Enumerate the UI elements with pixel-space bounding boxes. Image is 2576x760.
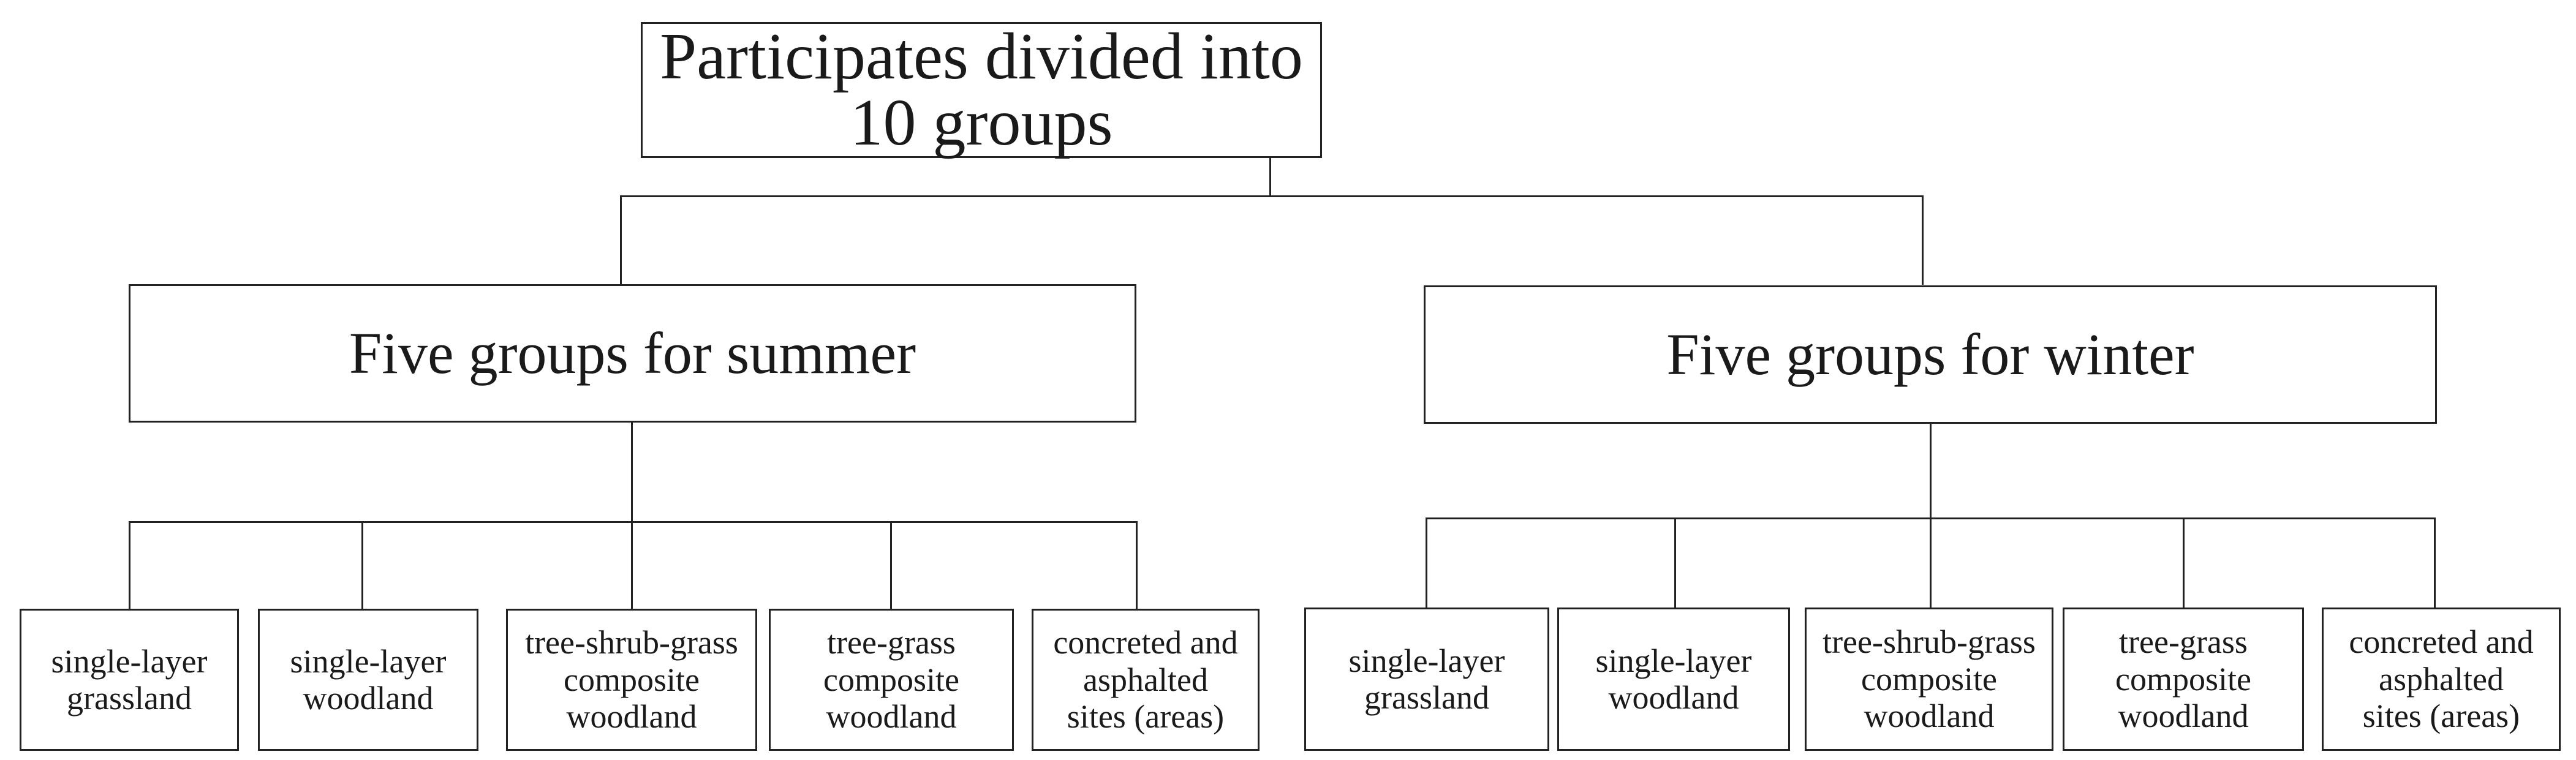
connector-summer-horizontal bbox=[129, 521, 1138, 523]
connector-root-horizontal bbox=[620, 195, 1923, 197]
winter-leaf-label-4: tree-grass composite woodland bbox=[2115, 623, 2251, 735]
connector-summer-leaf-3 bbox=[631, 521, 633, 609]
winter-leaf-tree-shrub-grass-composite-woodland: tree-shrub-grass composite woodland bbox=[1805, 608, 2053, 751]
winter-leaf-label-5: concreted and asphalted sites (areas) bbox=[2349, 623, 2534, 735]
summer-leaf-tree-shrub-grass-composite-woodland: tree-shrub-grass composite woodland bbox=[506, 609, 757, 751]
winter-leaf-concreted-and-asphalted-sites: concreted and asphalted sites (areas) bbox=[2322, 608, 2561, 751]
summer-leaf-tree-grass-composite-woodland: tree-grass composite woodland bbox=[769, 609, 1014, 751]
summer-leaf-single-layer-woodland: single-layer woodland bbox=[258, 609, 478, 751]
connector-summer-leaf-4 bbox=[890, 521, 892, 609]
connector-summer-leaf-1 bbox=[129, 521, 130, 609]
summer-leaf-label-1: single-layer grassland bbox=[51, 642, 208, 717]
summer-leaf-label-3: tree-shrub-grass composite woodland bbox=[525, 624, 738, 736]
connector-summer-down bbox=[631, 423, 633, 522]
connector-summer-leaf-5 bbox=[1136, 521, 1138, 609]
connector-winter-leaf-5 bbox=[2434, 517, 2436, 608]
summer-node: Five groups for summer bbox=[129, 284, 1136, 423]
winter-leaf-label-1: single-layer grassland bbox=[1348, 642, 1505, 716]
winter-leaf-label-2: single-layer woodland bbox=[1595, 642, 1752, 716]
connector-summer-leaf-2 bbox=[361, 521, 363, 609]
winter-label: Five groups for winter bbox=[1666, 322, 2194, 387]
summer-leaf-label-4: tree-grass composite woodland bbox=[823, 624, 959, 736]
connector-winter-leaf-4 bbox=[2183, 517, 2185, 608]
winter-node: Five groups for winter bbox=[1424, 285, 2437, 424]
summer-leaf-single-layer-grassland: single-layer grassland bbox=[20, 609, 239, 751]
connector-to-winter bbox=[1922, 195, 1924, 285]
winter-leaf-single-layer-grassland: single-layer grassland bbox=[1304, 608, 1549, 751]
connector-to-summer bbox=[620, 195, 622, 285]
summer-leaf-label-5: concreted and asphalted sites (areas) bbox=[1053, 624, 1238, 736]
connector-winter-leaf-2 bbox=[1674, 517, 1676, 608]
winter-leaf-tree-grass-composite-woodland: tree-grass composite woodland bbox=[2063, 608, 2304, 751]
winter-leaf-label-3: tree-shrub-grass composite woodland bbox=[1822, 623, 2036, 735]
root-node: Participates divided into 10 groups bbox=[641, 22, 1322, 158]
summer-label: Five groups for summer bbox=[349, 320, 916, 386]
connector-winter-leaf-1 bbox=[1426, 517, 1427, 608]
connector-winter-leaf-3 bbox=[1930, 517, 1932, 608]
winter-leaf-single-layer-woodland: single-layer woodland bbox=[1557, 608, 1790, 751]
connector-root-down bbox=[1269, 158, 1271, 196]
summer-leaf-concreted-and-asphalted-sites: concreted and asphalted sites (areas) bbox=[1032, 609, 1260, 751]
connector-winter-down bbox=[1930, 424, 1932, 518]
root-label: Participates divided into 10 groups bbox=[660, 20, 1303, 159]
summer-leaf-label-2: single-layer woodland bbox=[290, 642, 447, 717]
